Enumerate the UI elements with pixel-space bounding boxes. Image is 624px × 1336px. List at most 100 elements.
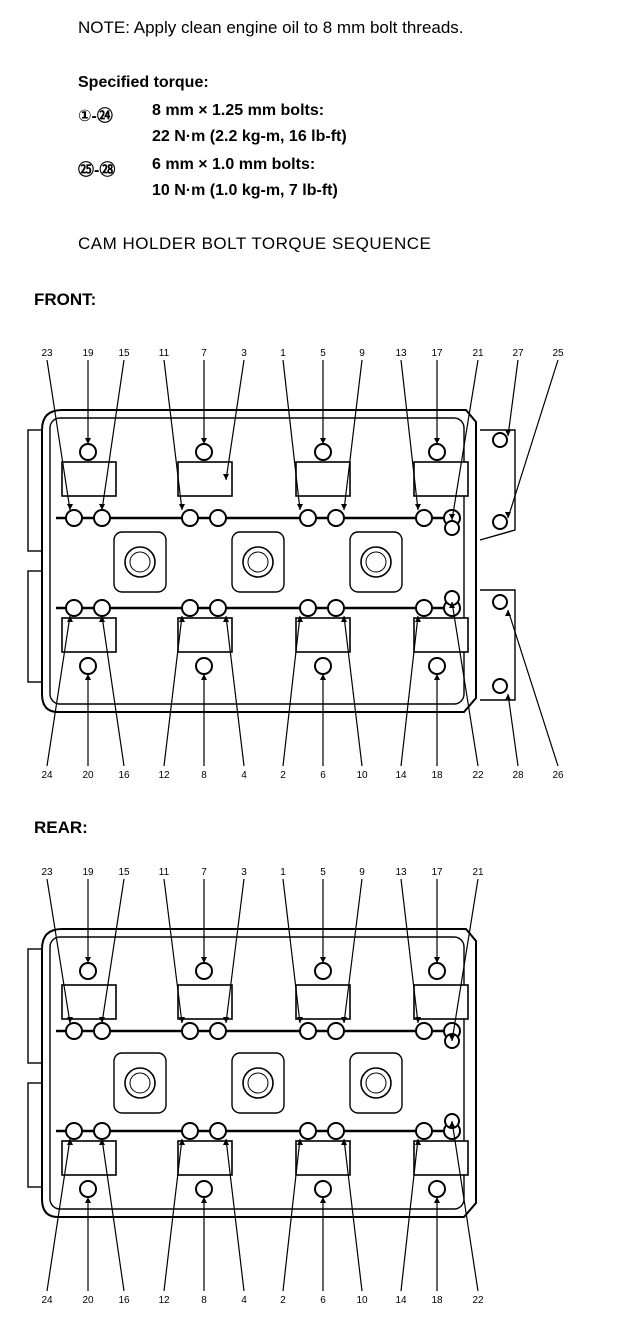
spark-plug-hole-inner (247, 1072, 269, 1094)
leader-arrow (67, 504, 73, 510)
rear-bottom-number: 2 (280, 1295, 286, 1306)
cam-holder-cap (295, 1140, 351, 1176)
cam-holder-cap (295, 984, 351, 1020)
bolt (415, 1122, 433, 1140)
front-top-number: 15 (118, 348, 130, 359)
bolt (327, 1022, 345, 1040)
bolt (299, 1022, 317, 1040)
front-top-number: 17 (431, 348, 443, 359)
leader-line (163, 359, 183, 511)
bolt (79, 962, 97, 980)
leader-arrow (67, 1139, 73, 1145)
leader-arrow (341, 1139, 347, 1145)
spark-plug-well (113, 531, 167, 593)
head-side-flange (27, 1082, 43, 1188)
leader-line (101, 615, 125, 767)
front-bottom-number: 2 (280, 770, 286, 781)
leader-line (225, 1138, 245, 1292)
leader-line (343, 1138, 363, 1292)
front-top-number: 19 (82, 348, 94, 359)
bolt (492, 678, 508, 694)
leader-line (451, 1120, 479, 1292)
front-top-number: 5 (320, 348, 326, 359)
front-bottom-number: 12 (158, 770, 170, 781)
leader-arrow (320, 438, 326, 444)
cam-holder-cap (61, 617, 117, 653)
leader-line (451, 359, 479, 521)
spark-plug-hole (242, 1067, 274, 1099)
spec-line-2b: 10 N·m (1.0 kg-m, 7 lb-ft) (152, 182, 338, 199)
leader-arrow (223, 616, 229, 622)
bolt (299, 599, 317, 617)
leader-arrow (85, 957, 91, 963)
leader-line (163, 1138, 183, 1292)
bolt (314, 443, 332, 461)
leader-arrow (179, 504, 185, 510)
rear-bottom-number: 14 (395, 1295, 407, 1306)
bolt (195, 962, 213, 980)
front-top-number: 23 (41, 348, 53, 359)
cam-holder-cap (413, 984, 469, 1020)
leader-line (400, 359, 419, 511)
rear-top-number: 9 (359, 867, 365, 878)
bolt (415, 509, 433, 527)
rear-bottom-number: 4 (241, 1295, 247, 1306)
leader-arrow (85, 674, 91, 680)
rear-bottom-number: 18 (431, 1295, 443, 1306)
bolt (93, 599, 111, 617)
head-outline (41, 928, 477, 1218)
leader-arrow (67, 1017, 73, 1023)
head-side-flange (27, 570, 43, 683)
cam-holder-cap (413, 461, 469, 497)
bolt (428, 1180, 446, 1198)
leader-line (507, 693, 519, 767)
rear-top-number: 19 (82, 867, 94, 878)
leader-arrow (415, 504, 421, 510)
bolt (93, 509, 111, 527)
spark-plug-hole-inner (365, 551, 387, 573)
cam-holder-cap (61, 984, 117, 1020)
leader-line (400, 1138, 419, 1292)
leader-arrow (223, 1017, 229, 1023)
front-top-number: 3 (241, 348, 247, 359)
bolt (181, 1122, 199, 1140)
leader-arrow (434, 674, 440, 680)
spark-plug-hole-inner (129, 551, 151, 573)
front-bottom-number: 18 (431, 770, 443, 781)
spec-range-1: ①-㉔ (78, 108, 113, 125)
rear-bottom-number: 6 (320, 1295, 326, 1306)
bolt (492, 432, 508, 448)
spec-range-2: ㉕-㉘ (78, 162, 116, 179)
front-top-number: 25 (552, 348, 564, 359)
leader-line (451, 601, 479, 767)
leader-line (400, 615, 419, 767)
leader-arrow (320, 1197, 326, 1203)
bolt (428, 443, 446, 461)
leader-arrow (341, 504, 347, 510)
bolt (65, 509, 83, 527)
front-bottom-number: 6 (320, 770, 326, 781)
cam-holder-cap (295, 617, 351, 653)
bolt (492, 514, 508, 530)
bolt (492, 594, 508, 610)
head-inner-outline (49, 936, 465, 1210)
bolt (299, 1122, 317, 1140)
spark-plug-hole-inner (129, 1072, 151, 1094)
note-text: NOTE: Apply clean engine oil to 8 mm bol… (78, 18, 464, 37)
leader-line (400, 878, 419, 1024)
front-bottom-number: 8 (201, 770, 207, 781)
cam-holder-cap (177, 461, 233, 497)
leader-arrow (201, 438, 207, 444)
front-top-number: 9 (359, 348, 365, 359)
front-bottom-number: 20 (82, 770, 94, 781)
leader-arrow (341, 616, 347, 622)
rear-top-number: 15 (118, 867, 130, 878)
bolt (65, 599, 83, 617)
front-bottom-number: 14 (395, 770, 407, 781)
front-top-number: 27 (512, 348, 524, 359)
spec-title: Specified torque: (78, 74, 209, 91)
leader-arrow (415, 1017, 421, 1023)
spec-line-2a: 6 mm × 1.0 mm bolts: (152, 156, 316, 173)
